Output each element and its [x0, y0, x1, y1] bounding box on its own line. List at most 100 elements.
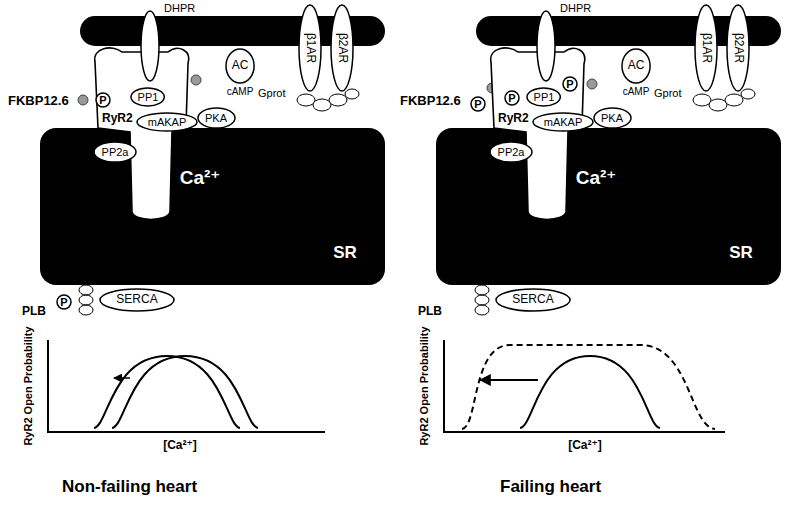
serca-pump: SERCA: [99, 288, 175, 312]
outline-ellipse: [331, 5, 353, 91]
node-label: SR: [729, 243, 753, 263]
graph-axes: [444, 340, 725, 432]
axis-label: RyR2 Open Probability: [418, 326, 431, 445]
plb-helix: [79, 285, 93, 295]
outline-ellipse: [131, 88, 164, 106]
outline-ellipse: [137, 113, 197, 131]
g-protein: [329, 94, 347, 106]
protein-label: Gprot: [258, 87, 286, 100]
outline-ellipse: [100, 289, 174, 311]
makap-anchor: mAKAP: [532, 112, 594, 132]
beta2-receptor: β2AR: [330, 4, 354, 92]
node-label: β1AR: [699, 33, 713, 63]
outline-ellipse: [226, 49, 254, 83]
outline-ellipse: [299, 5, 321, 91]
node-outline: [536, 10, 556, 82]
node-label: SERCA: [116, 293, 157, 307]
node-label: β2AR: [731, 33, 745, 63]
graph-axes: [48, 340, 325, 432]
fkbp-dot: [191, 75, 201, 85]
g-protein: [345, 89, 359, 99]
outline-ellipse: [141, 11, 159, 81]
g-protein: [297, 94, 315, 106]
node-label: DHPR: [560, 2, 591, 15]
outline-circle: [563, 77, 577, 91]
node-label: P: [474, 98, 481, 111]
plb-helix: [79, 295, 93, 305]
panel-caption: Non-failing heart: [62, 477, 197, 497]
phospho-site: P: [95, 92, 111, 108]
node-label: PP1: [138, 91, 159, 104]
fkbp-dot: [587, 79, 597, 89]
dhpr-channel: DHPR: [140, 10, 160, 82]
g-protein: [693, 94, 711, 106]
node-label: PP2a: [102, 146, 129, 159]
node-outline: [486, 44, 591, 222]
outline-rect: [436, 128, 781, 285]
outline-ellipse: [695, 5, 717, 91]
protein-label: FKBP12.6: [400, 94, 461, 109]
outline-ellipse: [490, 142, 532, 162]
node-label: RyR2: [102, 112, 133, 126]
ryr2-channel: RyR2: [486, 44, 591, 222]
node-label: P: [99, 94, 106, 107]
beta1-receptor: β1AR: [298, 4, 322, 92]
plb-helix: [475, 295, 489, 305]
plb-helix: [79, 305, 93, 315]
protein-label: PLB: [418, 305, 442, 319]
phospho-site: P: [56, 294, 72, 310]
node-label: Ca²⁺: [576, 167, 617, 189]
node-label: mAKAP: [544, 116, 583, 129]
curve: [520, 356, 660, 428]
pka-kinase: PKA: [593, 107, 632, 129]
shift-arrow: [480, 379, 538, 381]
outline-ellipse: [594, 108, 631, 128]
pka-kinase: PKA: [197, 107, 236, 129]
g-protein: [313, 99, 331, 111]
makap-anchor: mAKAP: [136, 112, 198, 132]
node-label: β1AR: [303, 33, 317, 63]
shift-arrow: [114, 377, 130, 379]
fkbp-dot: [78, 95, 88, 105]
outline-rect: [40, 128, 385, 285]
node-label: P: [60, 296, 67, 309]
axis-label: [Ca²⁺]: [568, 439, 602, 453]
node-label: AC: [628, 59, 645, 73]
node-label: mAKAP: [148, 116, 187, 129]
outline-path: [491, 48, 585, 220]
node-outline: [140, 10, 160, 82]
plb-helix: [475, 305, 489, 315]
serca-pump: SERCA: [495, 288, 571, 312]
outline-ellipse: [537, 11, 555, 81]
node-outline: [90, 44, 195, 222]
protein-label: PLB: [22, 305, 46, 319]
outline-circle: [505, 91, 519, 105]
outline-circle: [471, 97, 485, 111]
beta1-receptor: β1AR: [694, 4, 718, 92]
pp2a-phosphatase: PP2a: [489, 141, 533, 163]
g-protein: [741, 89, 755, 99]
plb-helix: [475, 285, 489, 295]
outline-ellipse: [727, 5, 749, 91]
node-label: P: [508, 92, 515, 105]
outline-circle: [57, 295, 71, 309]
panel-caption: Failing heart: [500, 477, 601, 497]
outline-ellipse: [622, 49, 650, 83]
outline-ellipse: [94, 142, 136, 162]
protein-label: Gprot: [654, 87, 682, 100]
adenylyl-cyclase: AC: [225, 48, 255, 84]
messenger-label: cAMP: [623, 86, 650, 98]
phospho-site: P: [562, 76, 578, 92]
node-label: PP2a: [498, 146, 525, 159]
axis-label: RyR2 Open Probability: [22, 326, 35, 445]
node-label: SERCA: [512, 293, 553, 307]
node-label: PKA: [205, 112, 227, 125]
g-protein: [725, 94, 743, 106]
phospho-site: P: [504, 90, 520, 106]
outline-path: [95, 48, 189, 220]
phospho-site: P: [470, 96, 486, 112]
ryr2-channel: RyR2: [90, 44, 195, 222]
curve: [112, 356, 258, 428]
dashed-curve: [462, 345, 715, 429]
